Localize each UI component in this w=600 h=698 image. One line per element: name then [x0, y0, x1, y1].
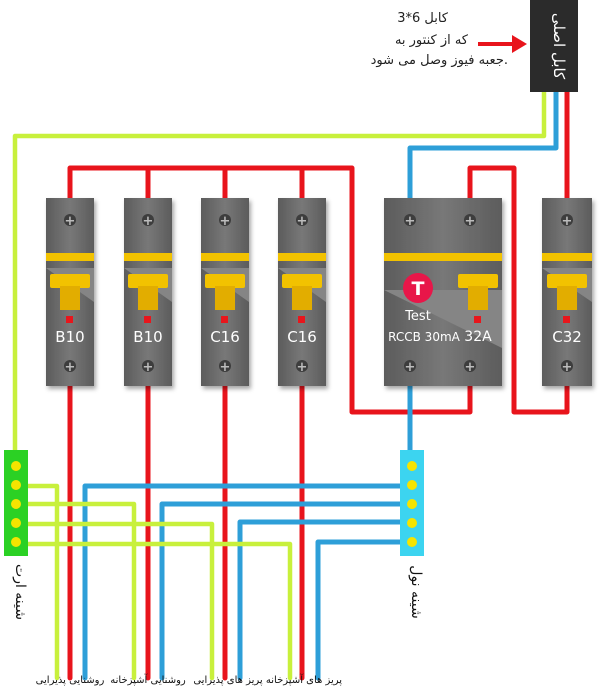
- neutral-wires: [82, 89, 559, 681]
- earth-wires: [12, 89, 547, 681]
- svg-text:+: +: [65, 214, 76, 229]
- circuit-label: روشنایی پذیرایی: [36, 675, 105, 686]
- mcb-rating: C16: [210, 328, 240, 346]
- note-line-1: کابل 6*3: [397, 11, 449, 26]
- note-line-2: که از کنتور به: [395, 33, 469, 48]
- svg-text:+: +: [220, 360, 231, 375]
- svg-text:+: +: [65, 360, 76, 375]
- circuit-label: پریز های پذیرایی: [193, 675, 263, 686]
- mcb-rating: B10: [133, 328, 162, 346]
- svg-text:+: +: [297, 214, 308, 229]
- mcb-rating: B10: [55, 328, 84, 346]
- mcb-breaker[interactable]: + + C16: [278, 198, 326, 386]
- rccb-rating: 32A: [464, 329, 492, 345]
- svg-text:+: +: [465, 360, 476, 375]
- mcb-rating: C16: [287, 328, 317, 346]
- rccb-type-label: RCCB 30mA: [388, 330, 461, 344]
- svg-text:+: +: [297, 360, 308, 375]
- svg-text:+: +: [465, 214, 476, 229]
- main-cable-note: کابل 6*3 که از کنتور به جعبه فیوز وصل می…: [371, 11, 508, 68]
- test-button[interactable]: T: [403, 273, 433, 303]
- mcb-breaker[interactable]: + + B10: [46, 198, 94, 386]
- main-cable-box: کابل اصلی: [530, 0, 578, 92]
- main-breaker[interactable]: + + C32: [542, 198, 592, 386]
- neutral-bar-label: شینه نول: [408, 565, 424, 618]
- main-breaker-rating: C32: [552, 328, 582, 346]
- phase-wires: [67, 89, 570, 681]
- earth-bus-bar: شینه ارت: [4, 450, 28, 620]
- svg-text:+: +: [143, 360, 154, 375]
- svg-text:+: +: [562, 360, 573, 375]
- test-symbol: T: [412, 278, 425, 300]
- main-cable-label: کابل اصلی: [550, 13, 568, 80]
- note-line-3: جعبه فیوز وصل می شود.: [371, 53, 508, 68]
- test-label: Test: [404, 309, 431, 324]
- rccb-device[interactable]: + + + + T Test RCCB 30mA 32A: [384, 198, 502, 386]
- circuit-labels: روشنایی پذیرایی روشنایی آشپزخانه پریز ها…: [36, 673, 343, 686]
- circuit-label: روشنایی آشپزخانه: [110, 673, 186, 686]
- svg-text:+: +: [143, 214, 154, 229]
- circuit-label: پریز های آشپزخانه: [266, 673, 342, 686]
- earth-bar-label: شینه ارت: [12, 564, 28, 620]
- note-arrow-icon: [478, 35, 527, 53]
- svg-text:+: +: [220, 214, 231, 229]
- svg-text:+: +: [405, 214, 416, 229]
- svg-text:+: +: [405, 360, 416, 375]
- mcb-breaker[interactable]: + + B10: [124, 198, 172, 386]
- svg-text:+: +: [562, 214, 573, 229]
- mcb-breaker[interactable]: + + C16: [201, 198, 249, 386]
- neutral-bus-bar: شینه نول: [400, 450, 424, 619]
